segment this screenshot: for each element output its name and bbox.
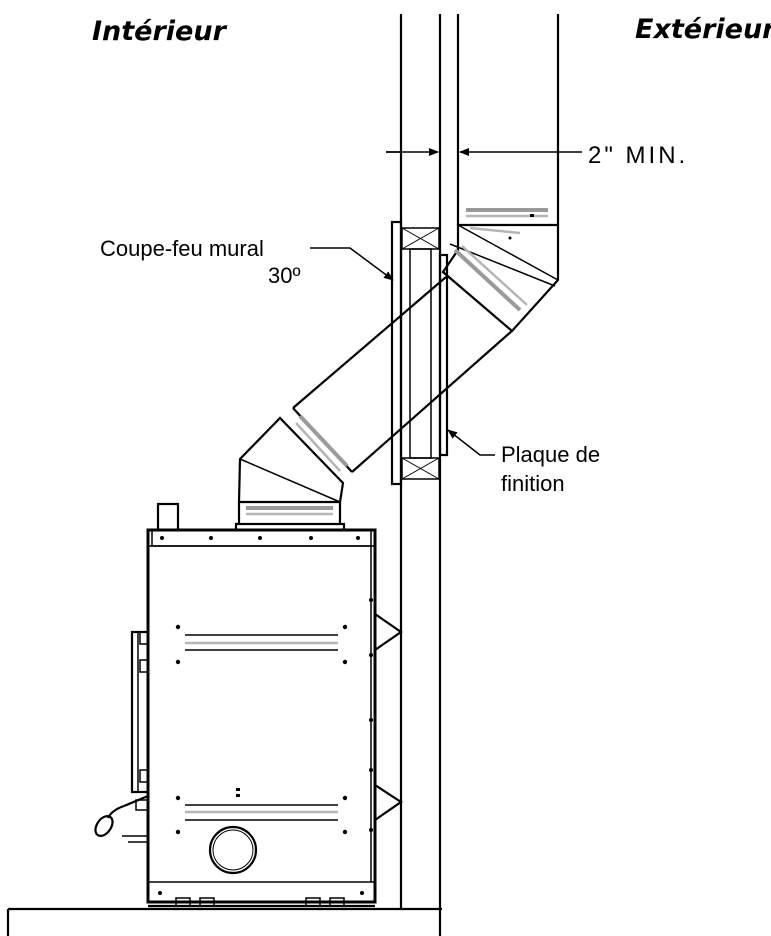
interior-heading: Intérieur xyxy=(92,16,228,47)
firestop-callout: Coupe-feu mural 30º xyxy=(100,236,394,288)
clearance-label: 2" MIN. xyxy=(588,142,688,169)
stove-door xyxy=(130,630,150,794)
exterior-heading: Extérieur xyxy=(635,14,771,45)
exterior-chimney-pipe xyxy=(456,14,560,226)
lower-panel xyxy=(175,788,348,835)
firestop-label-line1: Coupe-feu mural xyxy=(100,236,264,261)
trim-label-line2: finition xyxy=(501,471,565,496)
floor xyxy=(6,907,442,936)
trim-label-line1: Plaque de xyxy=(501,442,600,467)
wall-firestop xyxy=(390,220,440,486)
air-intake xyxy=(208,825,258,875)
clearance-dimension: 2" MIN. xyxy=(386,142,688,169)
upper-panel xyxy=(175,624,348,665)
door-handle xyxy=(94,794,149,843)
diagonal-pipe xyxy=(279,276,514,484)
firestop-label-line2: 30º xyxy=(268,263,301,288)
trim-plate-callout: Plaque de finition xyxy=(447,429,600,496)
exterior-elbow xyxy=(441,223,560,333)
interior-elbow xyxy=(234,416,346,532)
trim-plate xyxy=(438,253,449,457)
stove xyxy=(146,502,403,908)
